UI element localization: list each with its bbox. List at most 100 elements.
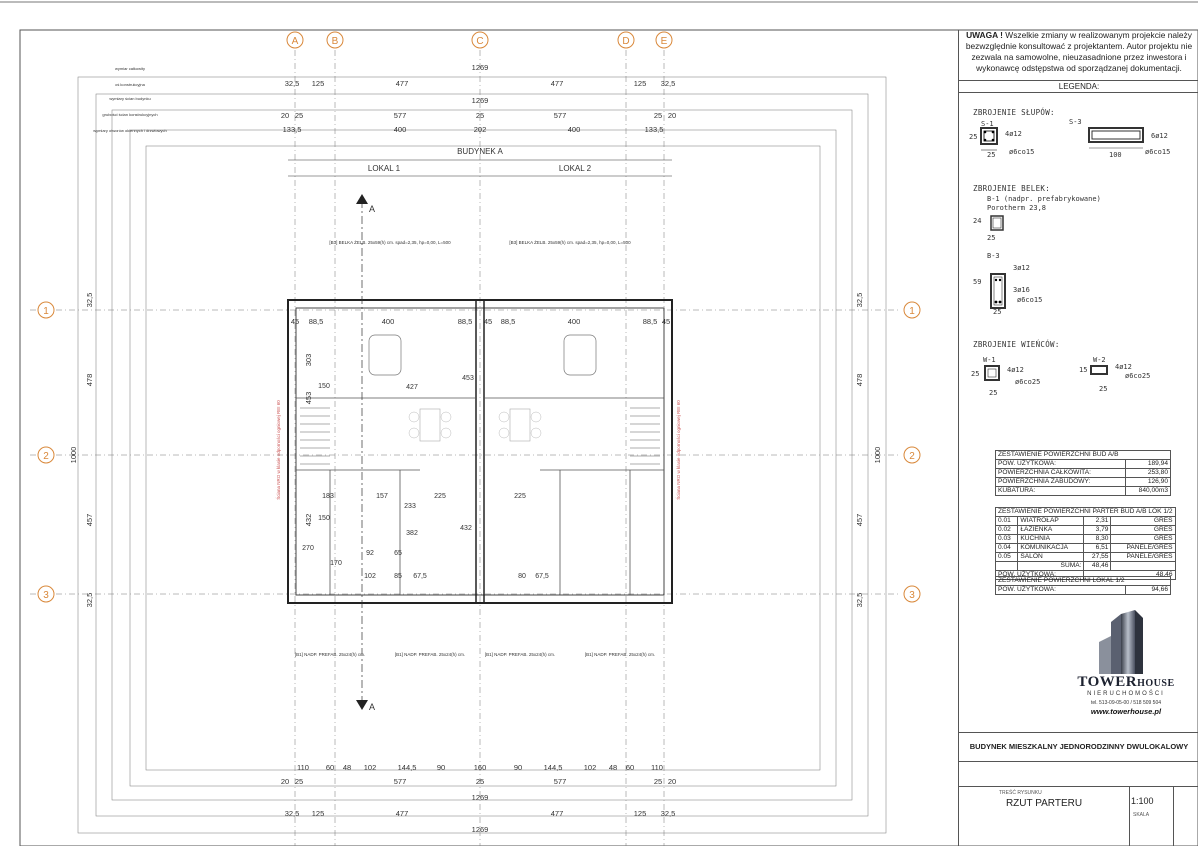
rings-reinforcement-diagram bbox=[984, 365, 1108, 381]
beam-b3-top-bars: 3ø12 bbox=[1013, 264, 1030, 272]
chair bbox=[440, 411, 452, 423]
dim-inner-top: 45 bbox=[484, 317, 492, 326]
room-dimension: 453 bbox=[462, 375, 474, 382]
dim-bottom-row1: 144,5 bbox=[544, 763, 563, 772]
ring-w2-height: 15 bbox=[1079, 366, 1088, 374]
dim-bottom-total: 1269 bbox=[472, 825, 489, 834]
axis-bubble bbox=[903, 585, 921, 603]
warning-note: UWAGA ! Wszelkie zmiany w realizowanym p… bbox=[965, 30, 1193, 73]
beam-note: [B3] BELKA ŻELB. 25x59(h) cm. spad=2,35,… bbox=[329, 239, 451, 245]
dim-left: 32,5 bbox=[85, 293, 94, 308]
dining-table bbox=[509, 408, 531, 442]
lintel-note: [B1] NADP. PREFAB. 25x24(h) cm. bbox=[585, 652, 655, 657]
dim-bottom-row3: 32,5 bbox=[661, 809, 676, 818]
dim-bottom-row1: 110 bbox=[651, 763, 663, 772]
dim-top-row3: 133,5 bbox=[645, 125, 664, 134]
dim-bottom-row2: 20 bbox=[281, 777, 289, 786]
axis-bubble bbox=[326, 31, 344, 49]
dim-label: grubości ścian konstrukcyjnych bbox=[102, 112, 157, 117]
axis-bubble bbox=[655, 31, 673, 49]
room-dimension: 270 bbox=[302, 545, 314, 552]
dim-left-total: 1000 bbox=[69, 447, 78, 464]
axis-label: C bbox=[476, 36, 483, 47]
dim-right: 32,5 bbox=[855, 593, 864, 608]
dim-bottom-row1: 160 bbox=[474, 763, 487, 772]
beam-b3-name: B-3 bbox=[987, 252, 1000, 260]
dim-top-row1: 32,5 bbox=[661, 79, 676, 88]
beam-note: [B3] BELKA ŻELB. 25x59(h) cm. spad=2,35,… bbox=[509, 239, 631, 245]
beam-b1-sub: Porotherm 23,8 bbox=[987, 204, 1047, 212]
dim-top-row1: 125 bbox=[312, 79, 325, 88]
axis-label: 1 bbox=[909, 306, 915, 317]
dim-top-row2: 20 bbox=[281, 111, 289, 120]
beam-b1-name: B-1 (nadpr. prefabrykowane) bbox=[987, 195, 1101, 203]
dim-bottom-row2: 25 bbox=[295, 777, 303, 786]
party-wall bbox=[475, 299, 485, 604]
dim-bottom-row2: 25 bbox=[654, 777, 662, 786]
dim-bottom-row1: 60 bbox=[626, 763, 634, 772]
table-row: POW. UŻYTKOWA:94,66 bbox=[994, 585, 1171, 595]
logo-url: www.towerhouse.pl bbox=[1090, 707, 1162, 716]
ring-w2-bars: 4ø12 bbox=[1115, 363, 1132, 371]
room-dimension: 225 bbox=[434, 493, 446, 500]
dim-top-row1: 125 bbox=[634, 79, 647, 88]
ring-w1-stirrups: ø6co25 bbox=[1015, 378, 1041, 386]
axis-label: 2 bbox=[43, 451, 49, 462]
section-arrow bbox=[356, 194, 368, 204]
room-dimension: 427 bbox=[406, 384, 418, 391]
dim-top-row3: 400 bbox=[394, 125, 407, 134]
axis-bubble bbox=[37, 585, 55, 603]
logo-wordmark: TOWERHOUSE bbox=[1077, 674, 1175, 690]
axis-label: E bbox=[661, 36, 668, 47]
tower-house-logo: TOWERHOUSE NIERUCHOMOŚCI tel. 513-09-05-… bbox=[1059, 608, 1189, 728]
dim-top-row1: 477 bbox=[396, 79, 409, 88]
wall-note: Ściana NRO w klasie odporności ogniowej … bbox=[674, 400, 681, 500]
axis-label: 2 bbox=[909, 451, 915, 462]
drawing-scale: 1:100 bbox=[1131, 796, 1154, 806]
table-row: POWIERZCHNIA ZABUDOWY:126,90 bbox=[995, 477, 1172, 487]
beam-b1-width: 25 bbox=[987, 234, 996, 242]
section-marker: A bbox=[369, 204, 375, 214]
beams-reinforcement-diagram bbox=[990, 215, 1006, 309]
dim-bottom-row1: 90 bbox=[437, 763, 445, 772]
col-s1-name: S-1 bbox=[981, 120, 994, 128]
legend-title: LEGENDA: bbox=[959, 80, 1198, 93]
room-dimension: 150 bbox=[318, 383, 330, 390]
axis-label: D bbox=[622, 36, 629, 47]
dim-inner-top: 45 bbox=[291, 317, 299, 326]
col-s3-name: S-3 bbox=[1069, 118, 1082, 126]
legend-panel: UWAGA ! Wszelkie zmiany w realizowanym p… bbox=[958, 30, 1198, 846]
room-dimension: 67,5 bbox=[535, 573, 549, 580]
dim-left: 32,5 bbox=[85, 593, 94, 608]
sofa bbox=[563, 334, 597, 376]
dim-left: 478 bbox=[85, 374, 94, 387]
axis-label: B bbox=[332, 36, 339, 47]
dim-label: wymiar całkowity bbox=[115, 66, 145, 71]
dining-table bbox=[419, 408, 441, 442]
lintel-note: [B1] NADP. PREFAB. 25x24(h) cm. bbox=[485, 652, 555, 657]
dim-top-row1: 32,5 bbox=[285, 79, 300, 88]
axis-bubble bbox=[37, 301, 55, 319]
dim-right: 478 bbox=[855, 374, 864, 387]
room-dimension: 183 bbox=[322, 493, 334, 500]
wall-note: Ściana NRO w klasie odporności ogniowej … bbox=[274, 400, 281, 500]
dim-top-row3: 202 bbox=[474, 125, 487, 134]
beams-section-title: ZBROJENIE BELEK: bbox=[973, 184, 1051, 193]
dim-top-row3: 133,5 bbox=[283, 125, 302, 134]
dim-top-row2: 577 bbox=[554, 111, 567, 120]
lintel-note: [B1] NADP. PREFAB. 25x24(h) cm. bbox=[295, 652, 365, 657]
chair bbox=[498, 411, 510, 423]
section-arrow bbox=[356, 700, 368, 710]
table-row: SUMA:48,46 bbox=[994, 561, 1176, 571]
chair bbox=[498, 427, 510, 439]
dim-bottom-row1: 60 bbox=[326, 763, 334, 772]
building-name: BUDYNEK MIESZKALNY JEDNORODZINNY DWULOKA… bbox=[959, 732, 1198, 762]
ring-w2-name: W-2 bbox=[1093, 356, 1106, 364]
rooms-table: ZESTAWIENIE POWIERZCHNI PARTER BUD A/B L… bbox=[994, 507, 1176, 580]
room-dimension: 225 bbox=[514, 493, 526, 500]
dim-bottom-row3: 125 bbox=[312, 809, 325, 818]
axis-bubble bbox=[903, 301, 921, 319]
axis-label: 3 bbox=[43, 590, 49, 601]
